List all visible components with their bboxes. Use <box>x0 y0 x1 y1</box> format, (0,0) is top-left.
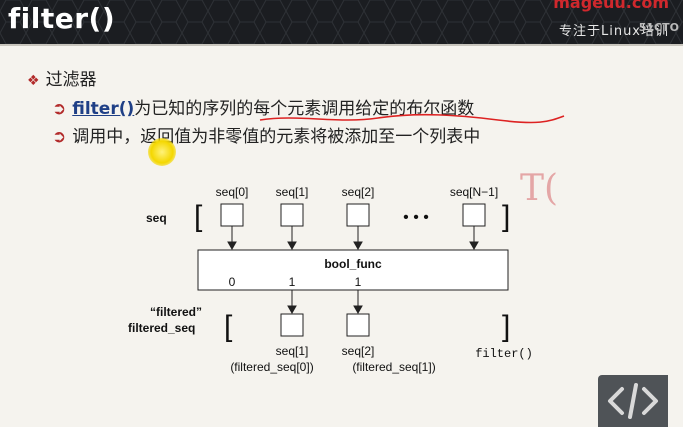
red-underline-annotation <box>259 113 565 124</box>
seq-ellipsis: • • • <box>403 209 429 226</box>
section-heading: 过滤器 <box>45 70 97 90</box>
seq-left-bracket: [ <box>194 200 203 233</box>
brand-tagline: 专注于Linux培训 <box>558 24 669 39</box>
code-icon <box>608 383 658 419</box>
header-divider <box>0 44 683 46</box>
filtered-seq-label: filtered_seq <box>128 321 195 335</box>
ghost-overlay-text: T( <box>520 168 559 209</box>
seq-label: seq <box>146 211 167 225</box>
watermark: 51CTO <box>638 21 679 34</box>
filtered-label: “filtered” <box>150 305 202 319</box>
result-item-1: seq[2] <box>342 344 375 358</box>
bullet-item-1: ➲filter()为已知的序列的每个元素调用给定的布尔函数 <box>52 94 474 119</box>
arrow-bullet-icon: ➲ <box>52 99 67 119</box>
slide-header: filter() mageuu.com 专注于Linux培训 51CTO <box>0 0 683 44</box>
slide-content <box>0 46 683 427</box>
seq-item-label-1: seq[1] <box>276 185 309 199</box>
result-sub-0: (filtered_seq[0]) <box>230 360 313 374</box>
code-view-button[interactable] <box>598 375 668 427</box>
heading-bullet: ❖ 过滤器 <box>27 65 97 90</box>
diamond-bullet-icon: ❖ <box>27 73 40 89</box>
seq-item-label-0: seq[0] <box>216 185 249 199</box>
seq-right-bracket: ] <box>502 200 510 233</box>
hex-pattern-background <box>0 0 683 44</box>
filtered-right-bracket: ] <box>502 310 510 343</box>
seq-box-3 <box>462 203 486 227</box>
bool-func-box <box>197 249 509 291</box>
seq-item-label-3: seq[N−1] <box>450 185 498 199</box>
output-2: 1 <box>355 275 362 289</box>
result-sub-1: (filtered_seq[1]) <box>352 360 435 374</box>
seq-box-1 <box>280 203 304 227</box>
seq-box-2 <box>346 203 370 227</box>
output-0: 0 <box>229 275 236 289</box>
seq-box-0 <box>220 203 244 227</box>
arrow-bullet-icon: ➲ <box>52 127 67 147</box>
cursor-highlight <box>148 138 176 166</box>
filtered-box-0 <box>280 313 304 337</box>
bool-func-label: bool_func <box>324 257 382 271</box>
bullet-item-1-text: 为已知的序列的每个元素调用给定的布尔函数 <box>134 99 475 119</box>
seq-item-label-2: seq[2] <box>342 185 375 199</box>
output-1: 1 <box>289 275 296 289</box>
slide-title: filter() <box>8 2 116 35</box>
filtered-left-bracket: [ <box>224 310 233 343</box>
keyword-filter: filter() <box>72 99 135 119</box>
bullet-item-2-text: 调用中，返回值为非零值的元素将被添加至一个列表中 <box>72 127 481 147</box>
filtered-box-1 <box>346 313 370 337</box>
bullet-item-2: ➲调用中，返回值为非零值的元素将被添加至一个列表中 <box>52 122 480 147</box>
brand-logo: mageuu.com <box>553 0 669 12</box>
result-item-0: seq[1] <box>276 344 309 358</box>
filter-call-label: filter() <box>475 347 533 361</box>
filter-diagram: seq[0] seq[1] seq[2] seq[N−1] seq [ ] • … <box>128 185 533 374</box>
